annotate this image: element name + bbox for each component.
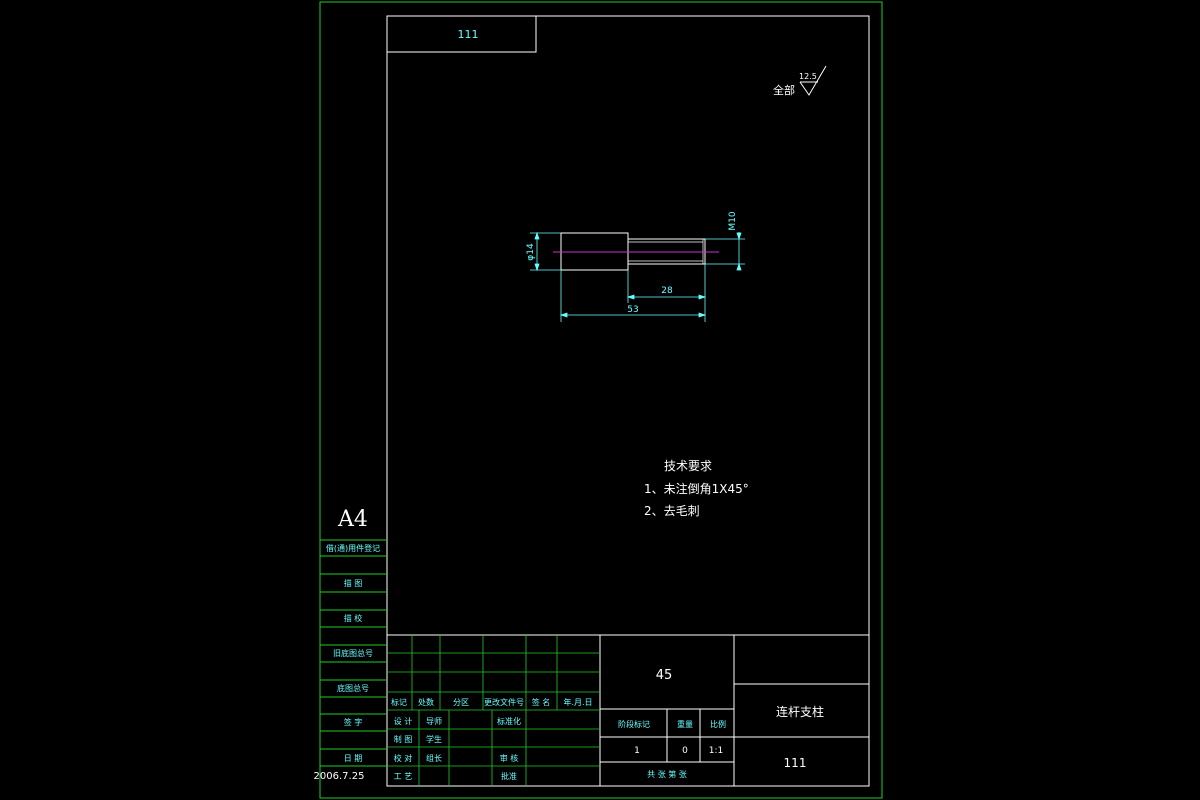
header-label: 更改文件号 <box>484 697 524 707</box>
tech-item: 1、未注倒角1X45° <box>644 481 749 496</box>
mid-value: 1:1 <box>709 746 723 756</box>
mid-value: 0 <box>682 746 688 756</box>
row-name: 导师 <box>426 716 442 726</box>
part-name: 连杆支柱 <box>776 704 824 719</box>
mid-label: 比例 <box>710 719 726 729</box>
drawing-date: 2006.7.25 <box>314 771 365 782</box>
dim-length-total: 53 <box>627 305 638 315</box>
dim-thread: M10 <box>728 211 738 230</box>
part-view <box>553 232 719 271</box>
inner-frame <box>386 15 870 787</box>
roughness-label: 全部 <box>773 83 795 97</box>
left-column-labels: 借(通)用件登记 描 图 描 校 旧底图总号 底图总号 签 字 日 期 <box>326 543 380 763</box>
change-header: 标记 处数 分区 更改文件号 签 名 年.月.日 <box>391 697 593 707</box>
left-label: 描 图 <box>344 578 363 588</box>
header-label: 处数 <box>418 697 434 707</box>
corner-code: 111 <box>458 28 479 41</box>
drawing-number: 111 <box>784 756 807 770</box>
header-label: 分区 <box>453 698 469 707</box>
row-name: 组长 <box>426 753 442 763</box>
dim-length-inner: 28 <box>661 286 673 296</box>
header-label: 签 名 <box>532 697 551 707</box>
row-role: 设 计 <box>394 716 413 726</box>
corner-code-box: 111 <box>386 15 537 53</box>
outer-frame <box>319 1 883 799</box>
row-name: 学生 <box>426 734 442 744</box>
dimensions <box>530 231 745 322</box>
mid-label: 阶段标记 <box>618 719 650 729</box>
left-label: 签 字 <box>344 717 363 727</box>
row-label2: 批准 <box>501 771 517 781</box>
left-label: 底图总号 <box>337 683 369 693</box>
header-label: 年.月.日 <box>563 697 592 707</box>
row-role: 工 艺 <box>394 772 413 781</box>
roughness-value: 12.5 <box>799 72 817 81</box>
change-record-grid <box>387 635 600 786</box>
signoff-rows: 设 计 导师 标准化 制 图 学生 校 对 组长 审 核 工 艺 批准 <box>394 716 521 781</box>
tech-item: 2、去毛刺 <box>644 504 700 518</box>
left-label: 借(通)用件登记 <box>326 543 380 553</box>
row-role: 制 图 <box>394 734 413 744</box>
mid-label: 重量 <box>677 719 693 729</box>
material: 45 <box>656 668 673 683</box>
left-label: 描 校 <box>344 613 363 623</box>
row-label2: 审 核 <box>500 753 519 763</box>
left-label: 日 期 <box>344 754 363 763</box>
mid-block: 阶段标记 重量 比例 1 0 1:1 共 张 第 张 <box>618 719 726 779</box>
header-label: 标记 <box>391 697 407 707</box>
sheet-label: 共 张 第 张 <box>647 769 687 779</box>
left-column-table <box>320 539 387 767</box>
row-role: 校 对 <box>394 753 413 763</box>
tech-requirements: 技术要求 1、未注倒角1X45° 2、去毛刺 <box>644 459 749 518</box>
surface-roughness-symbol: 全部 12.5 <box>773 65 827 97</box>
title-block-frame <box>387 634 869 786</box>
left-label: 旧底图总号 <box>333 648 373 658</box>
row-label2: 标准化 <box>497 716 521 726</box>
tech-title: 技术要求 <box>664 459 712 473</box>
mid-value: 1 <box>634 746 640 756</box>
sheet-size: A4 <box>337 507 368 532</box>
dim-diameter: φ14 <box>526 243 536 261</box>
